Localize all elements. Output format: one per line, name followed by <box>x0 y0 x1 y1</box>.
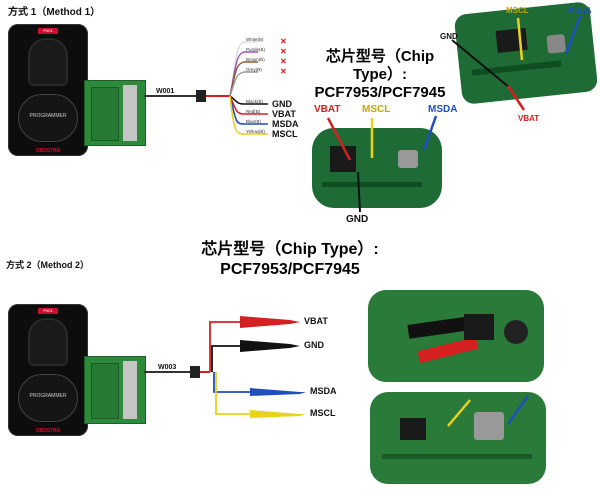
wire-label-red: Red(B) <box>246 109 261 114</box>
method1-chip-title-line1: 芯片型号（Chip Type）: <box>325 48 435 83</box>
device-badge: P001 <box>38 28 58 34</box>
pcb-mid-mscl-label: MSCL <box>362 104 391 115</box>
adapter-board-1 <box>84 80 146 146</box>
device2-screen-text: PROGRAMMER <box>29 393 67 399</box>
pcb-top-vbat-label: VBAT <box>518 114 540 123</box>
wire-label-blue: Blue(B) <box>246 119 262 124</box>
wire-label-white: White(B) <box>246 37 264 42</box>
method1-cable-label: W001 <box>156 88 175 95</box>
wire-label-black: Black(B) <box>246 99 264 104</box>
method2-pin-vbat: VBAT <box>304 316 328 326</box>
pcb-board-clip-2 <box>370 392 546 484</box>
unused-x-2: ✕ <box>280 47 287 56</box>
pcb-top-mscl-label: MSCL <box>506 6 529 15</box>
wire-label-grey: Grey(B) <box>246 67 262 72</box>
method1-pin-gnd: GND <box>272 99 292 109</box>
method2-heading: 方式 2（Method 2） <box>6 260 90 270</box>
pcb-top-gnd-label: GND <box>440 32 458 41</box>
method1-pin-vbat: VBAT <box>272 109 296 119</box>
method1-chip-title: 芯片型号（Chip Type）: PCF7953/PCF7945 <box>300 48 460 102</box>
wire-label-brown: Brown(B) <box>246 57 265 62</box>
pcb-board-clip-1 <box>368 290 544 382</box>
device-panel: PROGRAMMER <box>18 94 78 142</box>
method1-pin-msda: MSDA <box>272 119 299 129</box>
method1-pin-mscl: MSCL <box>272 129 298 139</box>
programmer-device-1: P001 PROGRAMMER OBDSTAR <box>8 24 88 156</box>
method1-chip-title-line2: PCF7953/PCF7945 <box>314 84 446 101</box>
pcb-mid-msda-label: MSDA <box>428 104 458 115</box>
method2-chip-title-line2: PCF7953/PCF7945 <box>220 261 360 278</box>
unused-x-1: ✕ <box>280 37 287 46</box>
pcb-mid-vbat-label: VBAT <box>314 104 341 115</box>
device-screen-text: PROGRAMMER <box>29 113 67 119</box>
unused-x-4: ✕ <box>280 67 287 76</box>
device2-badge: P001 <box>38 308 58 314</box>
key-slot <box>28 38 68 86</box>
unused-x-3: ✕ <box>280 57 287 66</box>
device-brand: OBDSTAR <box>35 148 61 154</box>
method1-heading: 方式 1（Method 1） <box>8 7 101 18</box>
wire-label-yellow: Yellow(B) <box>246 129 265 134</box>
method2-chip-title-line1: 芯片型号（Chip Type）: <box>201 241 379 258</box>
method2-pin-mscl: MSCL <box>310 408 336 418</box>
method2-pin-msda: MSDA <box>310 386 337 396</box>
pcb-mid-gnd-label: GND <box>346 214 369 225</box>
adapter-board-2 <box>84 356 146 424</box>
wire-label-purple: Purple(B) <box>246 47 266 52</box>
pcb-board-middle <box>312 128 442 208</box>
method2-chip-title: 芯片型号（Chip Type）: PCF7953/PCF7945 <box>190 240 390 280</box>
programmer-device-2: P001 PROGRAMMER OBDSTAR <box>8 304 88 436</box>
method2-pin-gnd: GND <box>304 340 324 350</box>
device2-brand: OBDSTAR <box>35 428 61 434</box>
pcb-top-msda-label: MSDA <box>568 6 592 15</box>
method2-cable-label: W003 <box>158 364 177 371</box>
